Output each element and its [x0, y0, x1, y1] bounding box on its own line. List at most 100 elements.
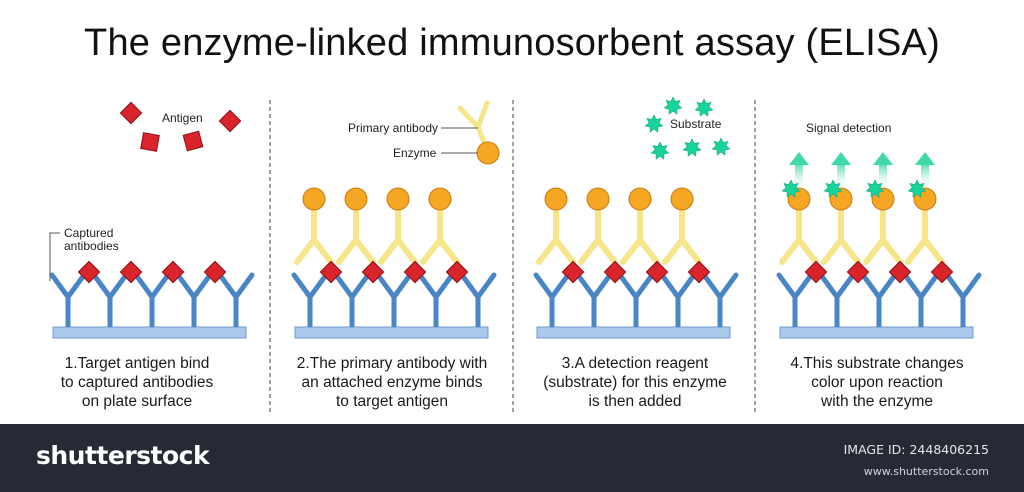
capture-antibody [860, 272, 882, 300]
antigen-label: Antigen [162, 111, 203, 125]
step-1-caption: 1.Target antigen bind to captured antibo… [17, 354, 257, 411]
primary-antibody [437, 237, 460, 265]
capture-antibody [233, 272, 255, 300]
free-substrate [682, 138, 702, 157]
elisa-diagram: The enzyme-linked immunosorbent assay (E… [17, 22, 997, 415]
enzyme [544, 187, 568, 211]
capture-antibody [307, 272, 329, 300]
free-substrate [663, 96, 683, 115]
captured-label-line-1: Captured [64, 226, 114, 240]
capture-antibody [433, 272, 455, 300]
primary-antibody [553, 237, 576, 265]
signal-arrow-shaft [879, 162, 887, 188]
plate-surface [779, 326, 974, 339]
primary-antibody [294, 237, 317, 265]
capture-antibody [902, 272, 924, 300]
primary-antibody [536, 237, 559, 265]
bound-antigen [930, 260, 954, 284]
bound-antigen [687, 260, 711, 284]
free-antigen [182, 130, 204, 152]
primary-antibody [578, 237, 601, 265]
capture-antibody [533, 272, 555, 300]
enzyme [344, 187, 368, 211]
primary-antibody [395, 237, 418, 265]
primary-antibody [420, 237, 443, 265]
reacted-substrate [823, 179, 843, 198]
capture-antibody [391, 272, 413, 300]
reacted-substrate [907, 179, 927, 198]
bound-antigen [445, 260, 469, 284]
capture-antibody [834, 272, 856, 300]
primary-antibody [620, 237, 643, 265]
reacted-substrate [865, 179, 885, 198]
bound-antigen [888, 260, 912, 284]
free-substrate [711, 137, 731, 156]
primary-antibody [779, 237, 802, 265]
capture-antibody [133, 272, 155, 300]
caption-line: on plate surface [81, 393, 193, 410]
signal-detection-label: Signal detection [806, 121, 892, 135]
primary-antibody [378, 237, 401, 265]
primary-antibody [796, 237, 819, 265]
enzyme [386, 187, 410, 211]
free-substrate [694, 98, 714, 117]
legend-primary-antibody [475, 100, 490, 130]
primary-antibody [336, 237, 359, 265]
caption-line: 1.Target antigen bind [64, 355, 210, 372]
caption-line: (substrate) for this enzyme [543, 374, 727, 391]
enzyme [302, 187, 326, 211]
primary-antibody [821, 237, 844, 265]
capture-antibody [49, 272, 71, 300]
bound-antigen [603, 260, 627, 284]
capture-antibody [459, 272, 481, 300]
step-2-caption: 2.The primary antibody with an attached … [272, 354, 512, 411]
caption-line: color upon reaction [811, 374, 943, 391]
capture-antibody [617, 272, 639, 300]
image-id-text: IMAGE ID: 2448406215 [843, 442, 989, 457]
primary-antibody [922, 237, 945, 265]
step-3-caption: 3.A detection reagent (substrate) for th… [515, 354, 755, 411]
capture-antibody [876, 272, 898, 300]
capture-antibody [107, 272, 129, 300]
plate-surface [52, 326, 247, 339]
brand-logo: shutterstock [36, 441, 210, 470]
primary-antibody [905, 237, 928, 265]
signal-arrow-shaft [795, 162, 803, 188]
capture-antibody [675, 272, 697, 300]
capture-antibody [918, 272, 940, 300]
capture-antibody [291, 272, 313, 300]
capture-antibody [191, 272, 213, 300]
capture-antibody [175, 272, 197, 300]
free-antigen [218, 109, 242, 133]
captured-label-line-2: antibodies [64, 239, 119, 253]
substrate-label: Substrate [670, 117, 722, 131]
primary-antibody [353, 237, 376, 265]
capture-antibody [475, 272, 497, 300]
site-url[interactable]: www.shutterstock.com [863, 465, 989, 478]
caption-line: 3.A detection reagent [561, 355, 709, 372]
legend-enzyme [476, 141, 500, 165]
captured-antibodies-pointer [49, 232, 60, 281]
primary-antibody [679, 237, 702, 265]
caption-line: to target antigen [335, 393, 449, 410]
capture-antibody [149, 272, 171, 300]
signal-arrow-shaft [837, 162, 845, 188]
enzyme-label: Enzyme [393, 146, 437, 160]
step-4-caption: 4.This substrate changes color upon reac… [757, 354, 997, 411]
enzyme [586, 187, 610, 211]
capture-antibody [91, 272, 113, 300]
capture-antibody [960, 272, 982, 300]
capture-antibody [575, 272, 597, 300]
bound-antigen [119, 260, 143, 284]
free-substrate [644, 114, 664, 133]
capture-antibody [65, 272, 87, 300]
capture-antibody [333, 272, 355, 300]
plate-surface [536, 326, 731, 339]
bound-antigen [561, 260, 585, 284]
capture-antibody [818, 272, 840, 300]
free-antigen [119, 101, 143, 125]
bound-antigen [203, 260, 227, 284]
capture-antibody [417, 272, 439, 300]
diagram-title: The enzyme-linked immunosorbent assay (E… [84, 22, 940, 64]
caption-line: is then added [588, 393, 682, 410]
